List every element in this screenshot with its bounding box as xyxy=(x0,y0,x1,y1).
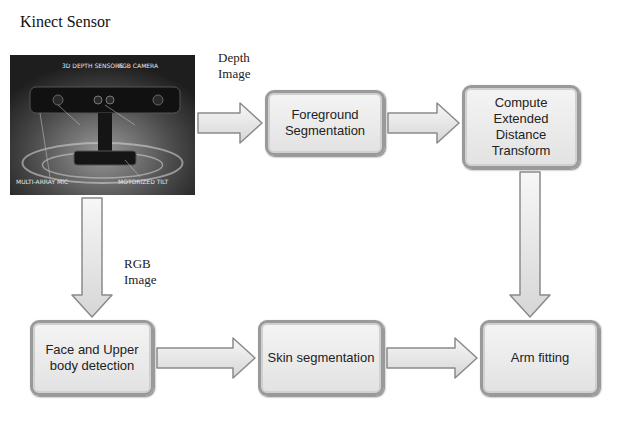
process-box: Compute Extended Distance Transform xyxy=(462,85,580,169)
part-label: MULTI-ARRAY MIC xyxy=(16,178,68,185)
block-arrow xyxy=(72,198,112,317)
sensor-picture: Kinect Sensor xyxy=(10,55,195,195)
edge-label: RGB Image xyxy=(124,256,166,288)
process-box: Skin segmentation xyxy=(258,320,384,396)
edge-label: Depth Image xyxy=(218,50,264,82)
part-label: RGB CAMERA xyxy=(118,62,158,69)
block-arrow xyxy=(198,103,262,143)
block-arrow xyxy=(157,338,255,378)
sensor-heading: Kinect Sensor xyxy=(20,13,110,31)
kinect-illustration xyxy=(10,55,195,195)
block-arrow xyxy=(510,172,550,317)
box-text: Skin segmentation xyxy=(268,350,375,366)
block-arrow xyxy=(388,103,459,143)
process-box: Face and Upper body detection xyxy=(30,320,154,396)
box-text: Arm fitting xyxy=(511,350,570,366)
part-label: MOTORIZED TILT xyxy=(118,178,168,185)
process-box: Arm fitting xyxy=(480,320,600,396)
box-text: Compute Extended Distance Transform xyxy=(471,95,571,159)
box-text: Foreground Segmentation xyxy=(274,107,376,139)
block-arrow xyxy=(387,338,477,378)
part-label: 3D DEPTH SENSORS xyxy=(62,62,123,69)
box-text: Face and Upper body detection xyxy=(39,342,145,374)
process-box: Foreground Segmentation xyxy=(265,90,385,156)
